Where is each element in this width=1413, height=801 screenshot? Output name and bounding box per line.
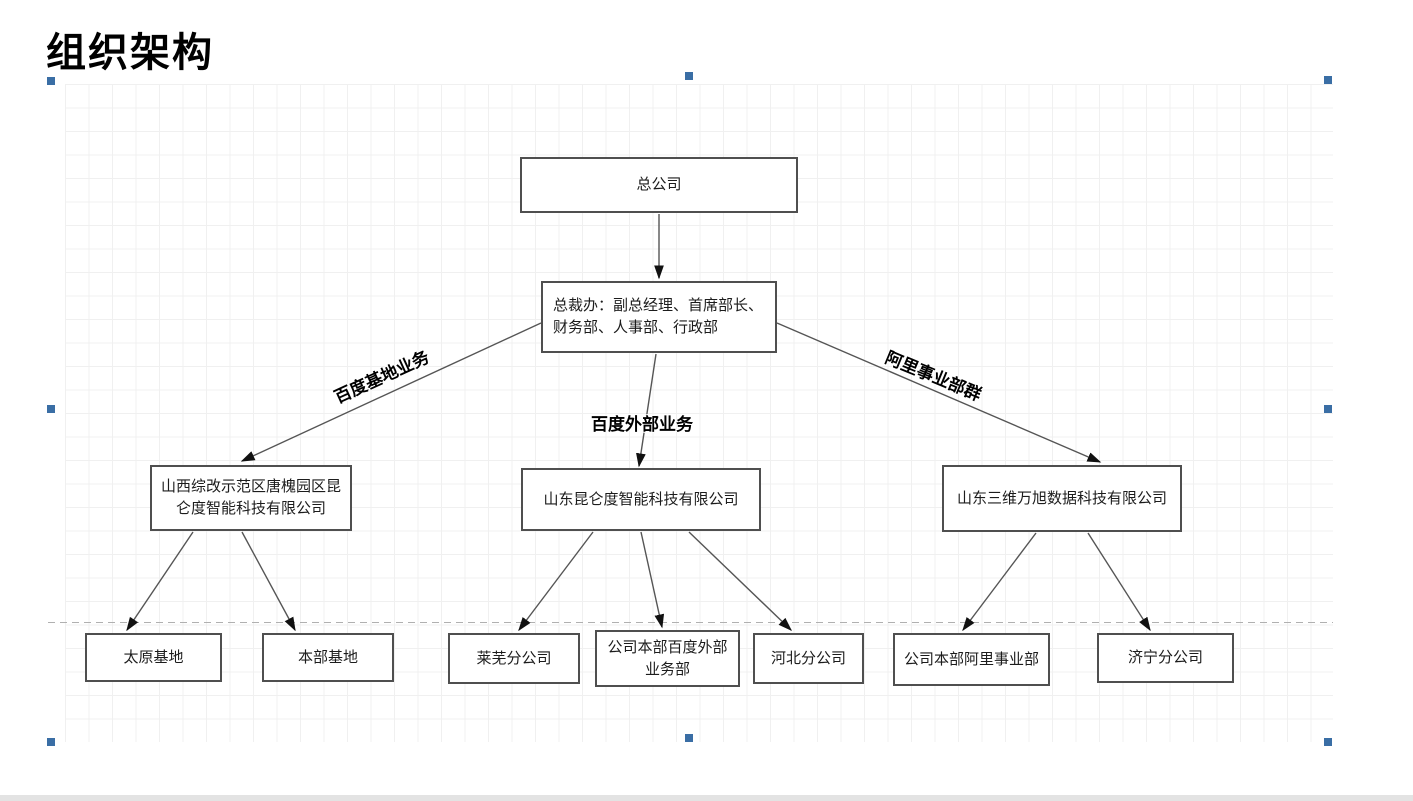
node-shandong-sanwei-wanxu[interactable]: 山东三维万旭数据科技有限公司 (942, 465, 1182, 532)
page-break-dashed-line (48, 622, 1333, 623)
node-laiwu-branch[interactable]: 莱芜分公司 (448, 633, 580, 684)
node-head-office[interactable]: 总公司 (520, 157, 798, 213)
page-boundary-marker (47, 738, 55, 746)
page-boundary-marker (47, 405, 55, 413)
page-boundary-marker (1324, 76, 1332, 84)
node-president-office[interactable]: 总裁办：副总经理、首席部长、财务部、人事部、行政部 (541, 281, 777, 353)
page-boundary-marker (47, 77, 55, 85)
window-bottom-edge (0, 795, 1413, 801)
page-title: 组织架构 (46, 31, 214, 75)
node-hq-baidu-external-dept[interactable]: 公司本部百度外部业务部 (595, 630, 740, 687)
node-headquarters-base[interactable]: 本部基地 (262, 633, 394, 682)
edge-label-baidu-external[interactable]: 百度外部业务 (591, 415, 693, 434)
node-shanxi-company[interactable]: 山西综改示范区唐槐园区昆仑度智能科技有限公司 (150, 465, 352, 531)
node-hq-ali-business-dept[interactable]: 公司本部阿里事业部 (893, 633, 1050, 686)
node-shandong-kunlundu[interactable]: 山东昆仑度智能科技有限公司 (521, 468, 761, 531)
node-hebei-branch[interactable]: 河北分公司 (753, 633, 864, 684)
page-boundary-marker (685, 734, 693, 742)
page-boundary-marker (1324, 405, 1332, 413)
node-jining-branch[interactable]: 济宁分公司 (1097, 633, 1234, 683)
page-boundary-marker (1324, 738, 1332, 746)
node-taiyuan-base[interactable]: 太原基地 (85, 633, 222, 682)
page-boundary-marker (685, 72, 693, 80)
